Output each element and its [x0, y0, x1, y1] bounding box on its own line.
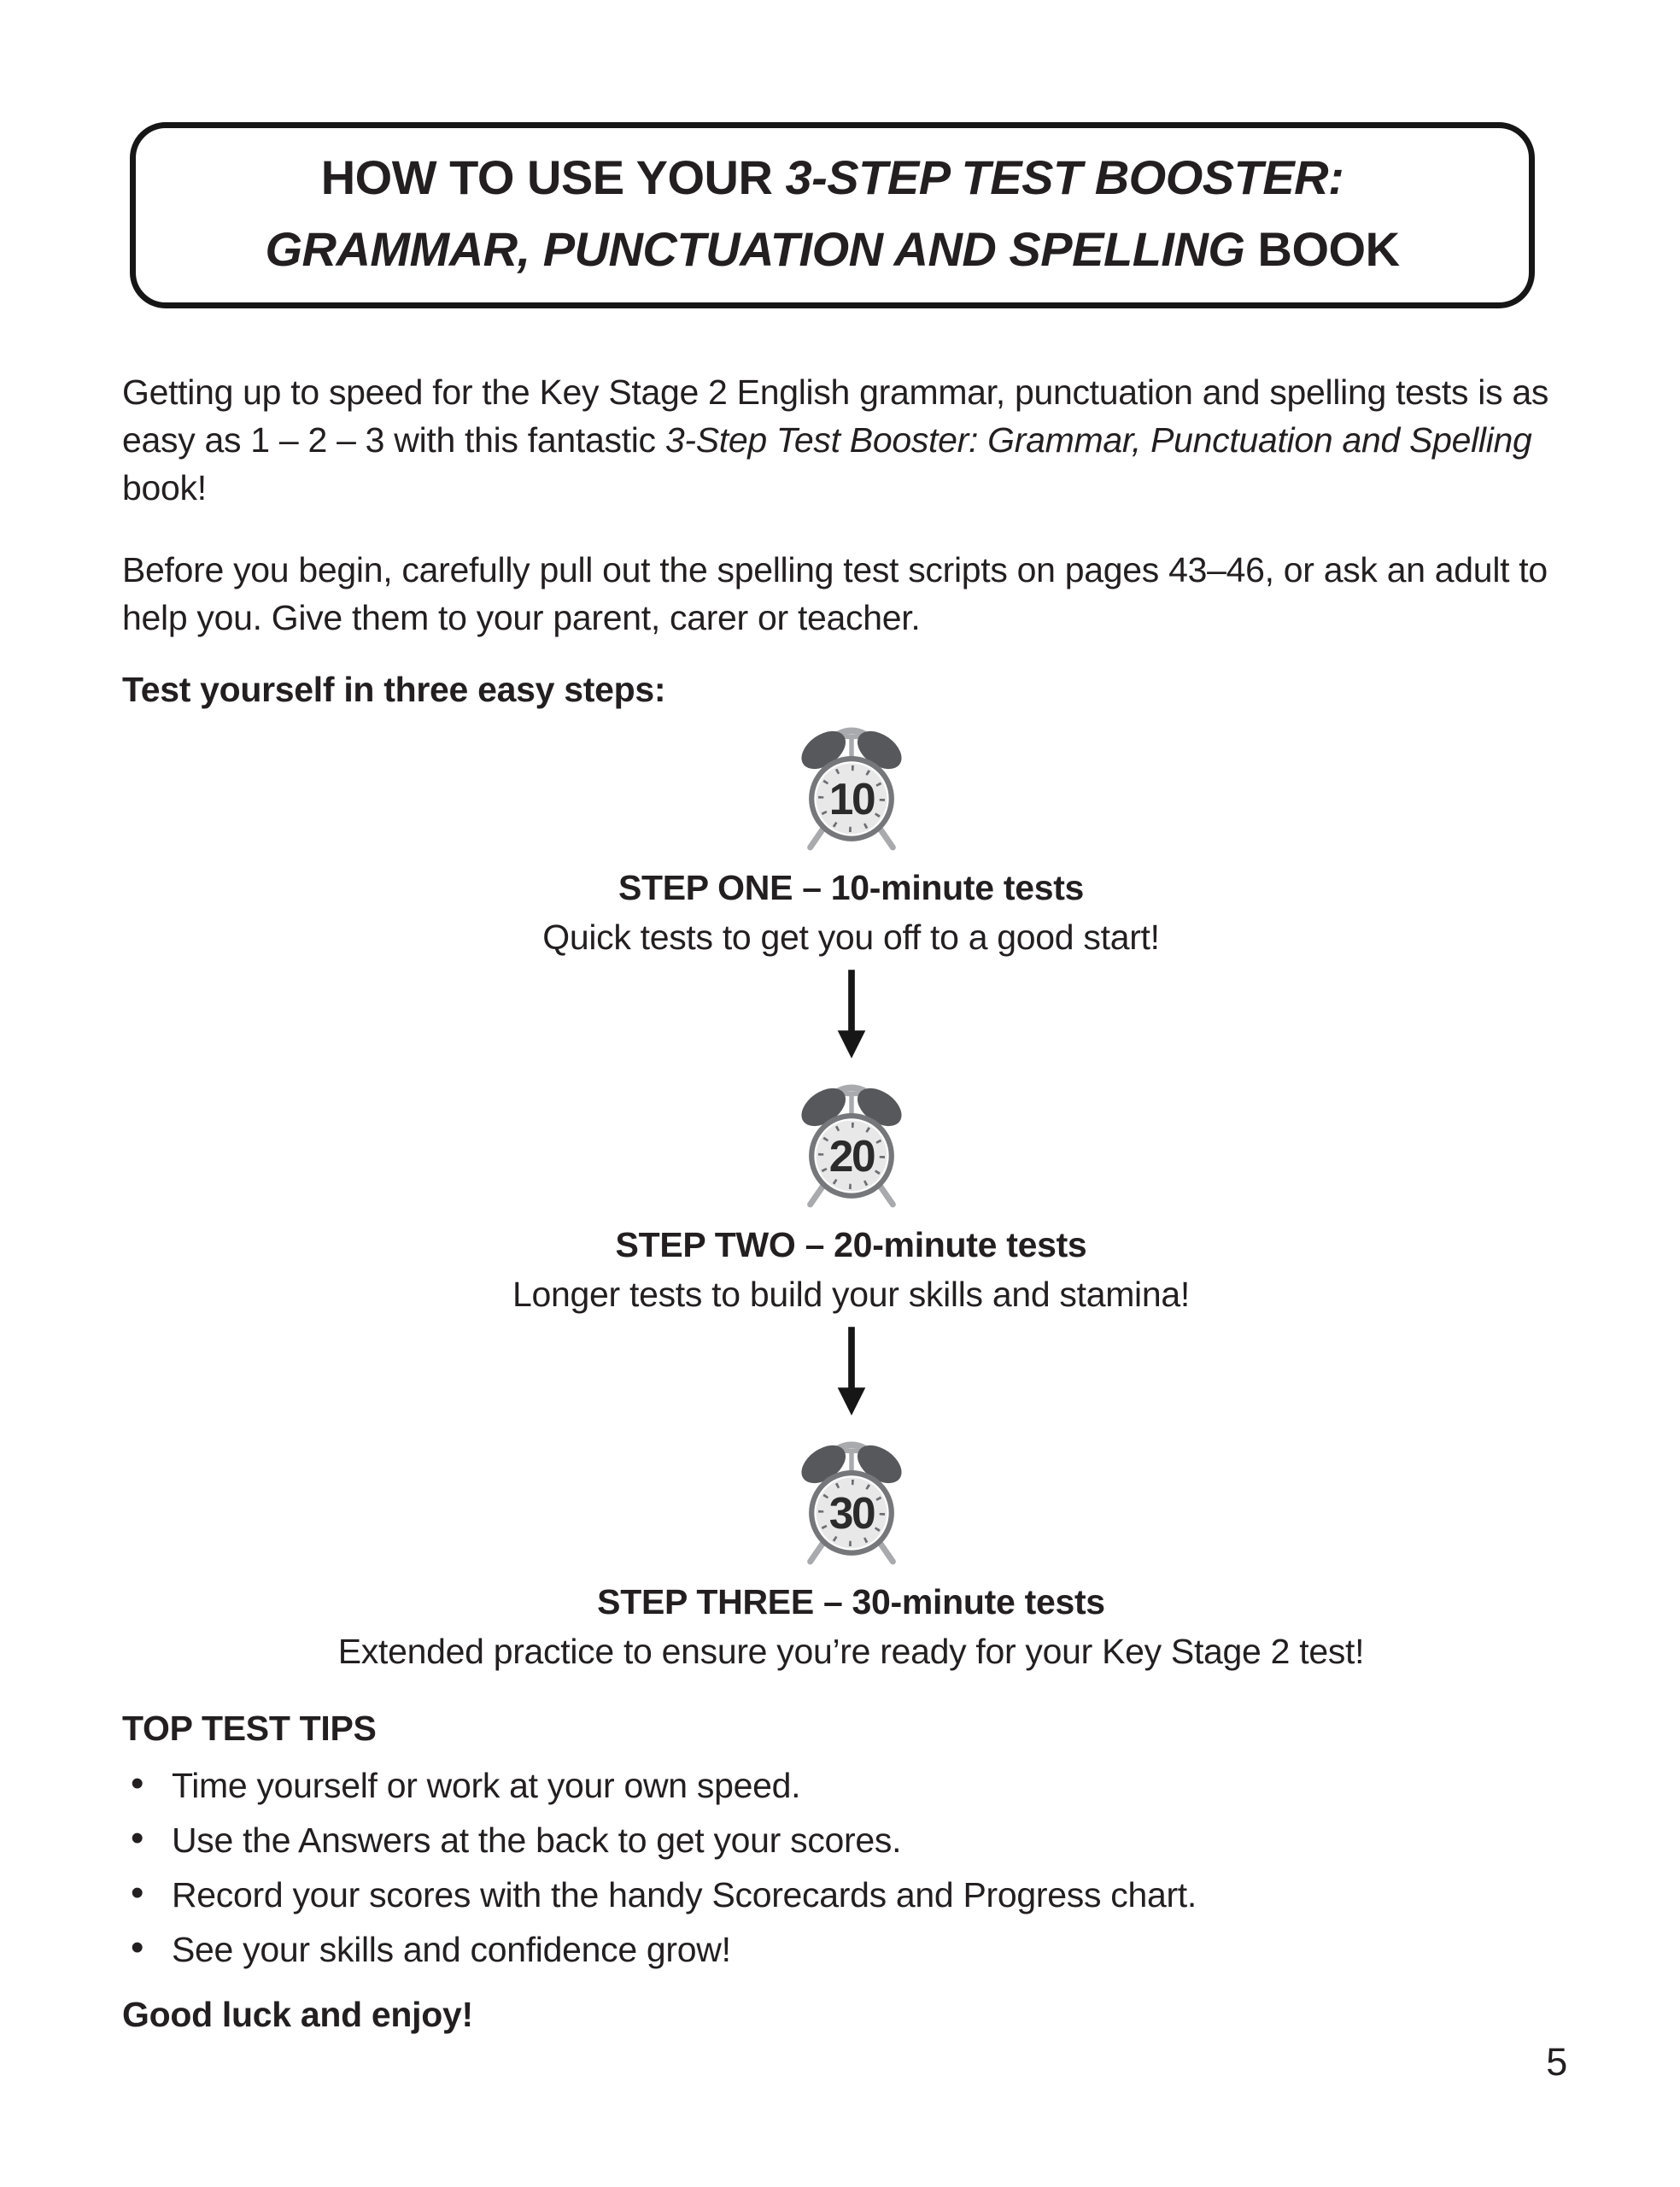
- tip-item: Time yourself or work at your own speed.: [131, 1762, 1680, 1808]
- step-two-title: STEP TWO – 20-minute tests: [615, 1225, 1087, 1264]
- intro-paragraph-2: Before you begin, carefully pull out the…: [122, 550, 1548, 637]
- steps-diagram: 10 STEP ONE – 10-minute tests Quick test…: [0, 713, 1680, 1674]
- intro-paragraph-1-end: book!: [122, 468, 207, 507]
- tips-heading: TOP TEST TIPS: [122, 1709, 377, 1748]
- step-one-title: STEP ONE – 10-minute tests: [618, 868, 1085, 907]
- down-arrow-icon: [837, 1327, 865, 1416]
- tip-item: Record your scores with the handy Scorec…: [131, 1871, 1680, 1917]
- down-arrow-icon: [837, 970, 865, 1058]
- alarm-clock-icon: 30: [800, 1441, 902, 1565]
- alarm-clock-icon: 20: [800, 1084, 902, 1208]
- intro-paragraph-1-book-title: 3-Step Test Booster: Grammar, Punctuatio…: [664, 420, 1532, 460]
- tip-item: See your skills and confidence grow!: [131, 1926, 1680, 1972]
- title-line1-italic: 3-STEP TEST BOOSTER:: [785, 150, 1344, 204]
- tip-item: Use the Answers at the back to get your …: [131, 1816, 1680, 1862]
- closing-message: Good luck and enjoy!: [122, 1995, 473, 2034]
- title-line2: GRAMMAR, PUNCTUATION AND SPELLING BOOK: [265, 222, 1401, 276]
- title-line2-italic: GRAMMAR, PUNCTUATION AND SPELLING: [265, 222, 1245, 276]
- steps-heading: Test yourself in three easy steps:: [122, 670, 666, 709]
- clock-number: 10: [828, 774, 874, 824]
- intro-paragraph-1: Getting up to speed for the Key Stage 2 …: [122, 368, 1579, 512]
- step-three-title: STEP THREE – 30-minute tests: [597, 1582, 1105, 1621]
- title-line1: HOW TO USE YOUR 3-STEP TEST BOOSTER:: [321, 150, 1344, 204]
- intro-paragraph-1-text: Getting up to speed for the Key Stage 2 …: [122, 372, 1549, 460]
- step-three-description: Extended practice to ensure you’re ready…: [337, 1632, 1365, 1671]
- tips-list: Time yourself or work at your own speed.…: [0, 1762, 1680, 1972]
- title-line1-regular: HOW TO USE YOUR: [320, 150, 786, 204]
- clock-number: 30: [828, 1488, 874, 1538]
- step-one-description: Quick tests to get you off to a good sta…: [542, 918, 1160, 957]
- title-line2-regular: BOOK: [1244, 222, 1401, 276]
- clock-number: 20: [828, 1131, 874, 1181]
- step-two-description: Longer tests to build your skills and st…: [512, 1275, 1190, 1314]
- alarm-clock-icon: 10: [800, 727, 902, 851]
- page-number: 5: [1546, 2040, 1567, 2084]
- page-title: HOW TO USE YOUR 3-STEP TEST BOOSTER: GRA…: [130, 122, 1535, 308]
